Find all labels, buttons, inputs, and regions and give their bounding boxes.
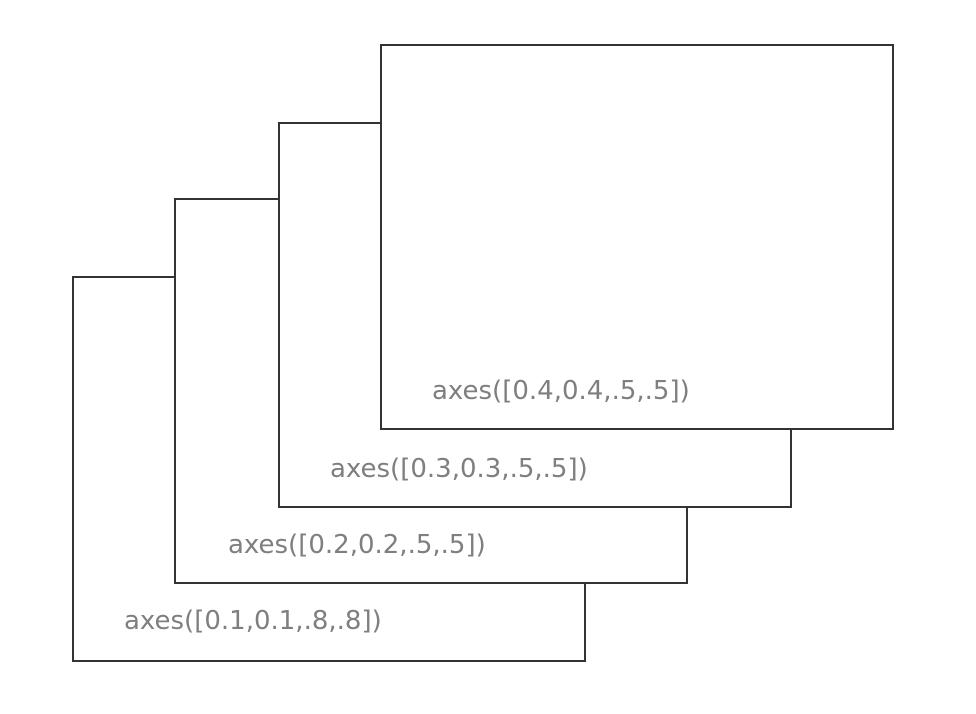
axes-label-3: axes([0.3,0.3,.5,.5]) (330, 454, 588, 484)
axes-label-2: axes([0.2,0.2,.5,.5]) (228, 530, 486, 560)
axes-label-1: axes([0.1,0.1,.8,.8]) (124, 606, 382, 636)
axes-label-4: axes([0.4,0.4,.5,.5]) (432, 376, 690, 406)
axes-box-4: axes([0.4,0.4,.5,.5]) (380, 44, 894, 430)
